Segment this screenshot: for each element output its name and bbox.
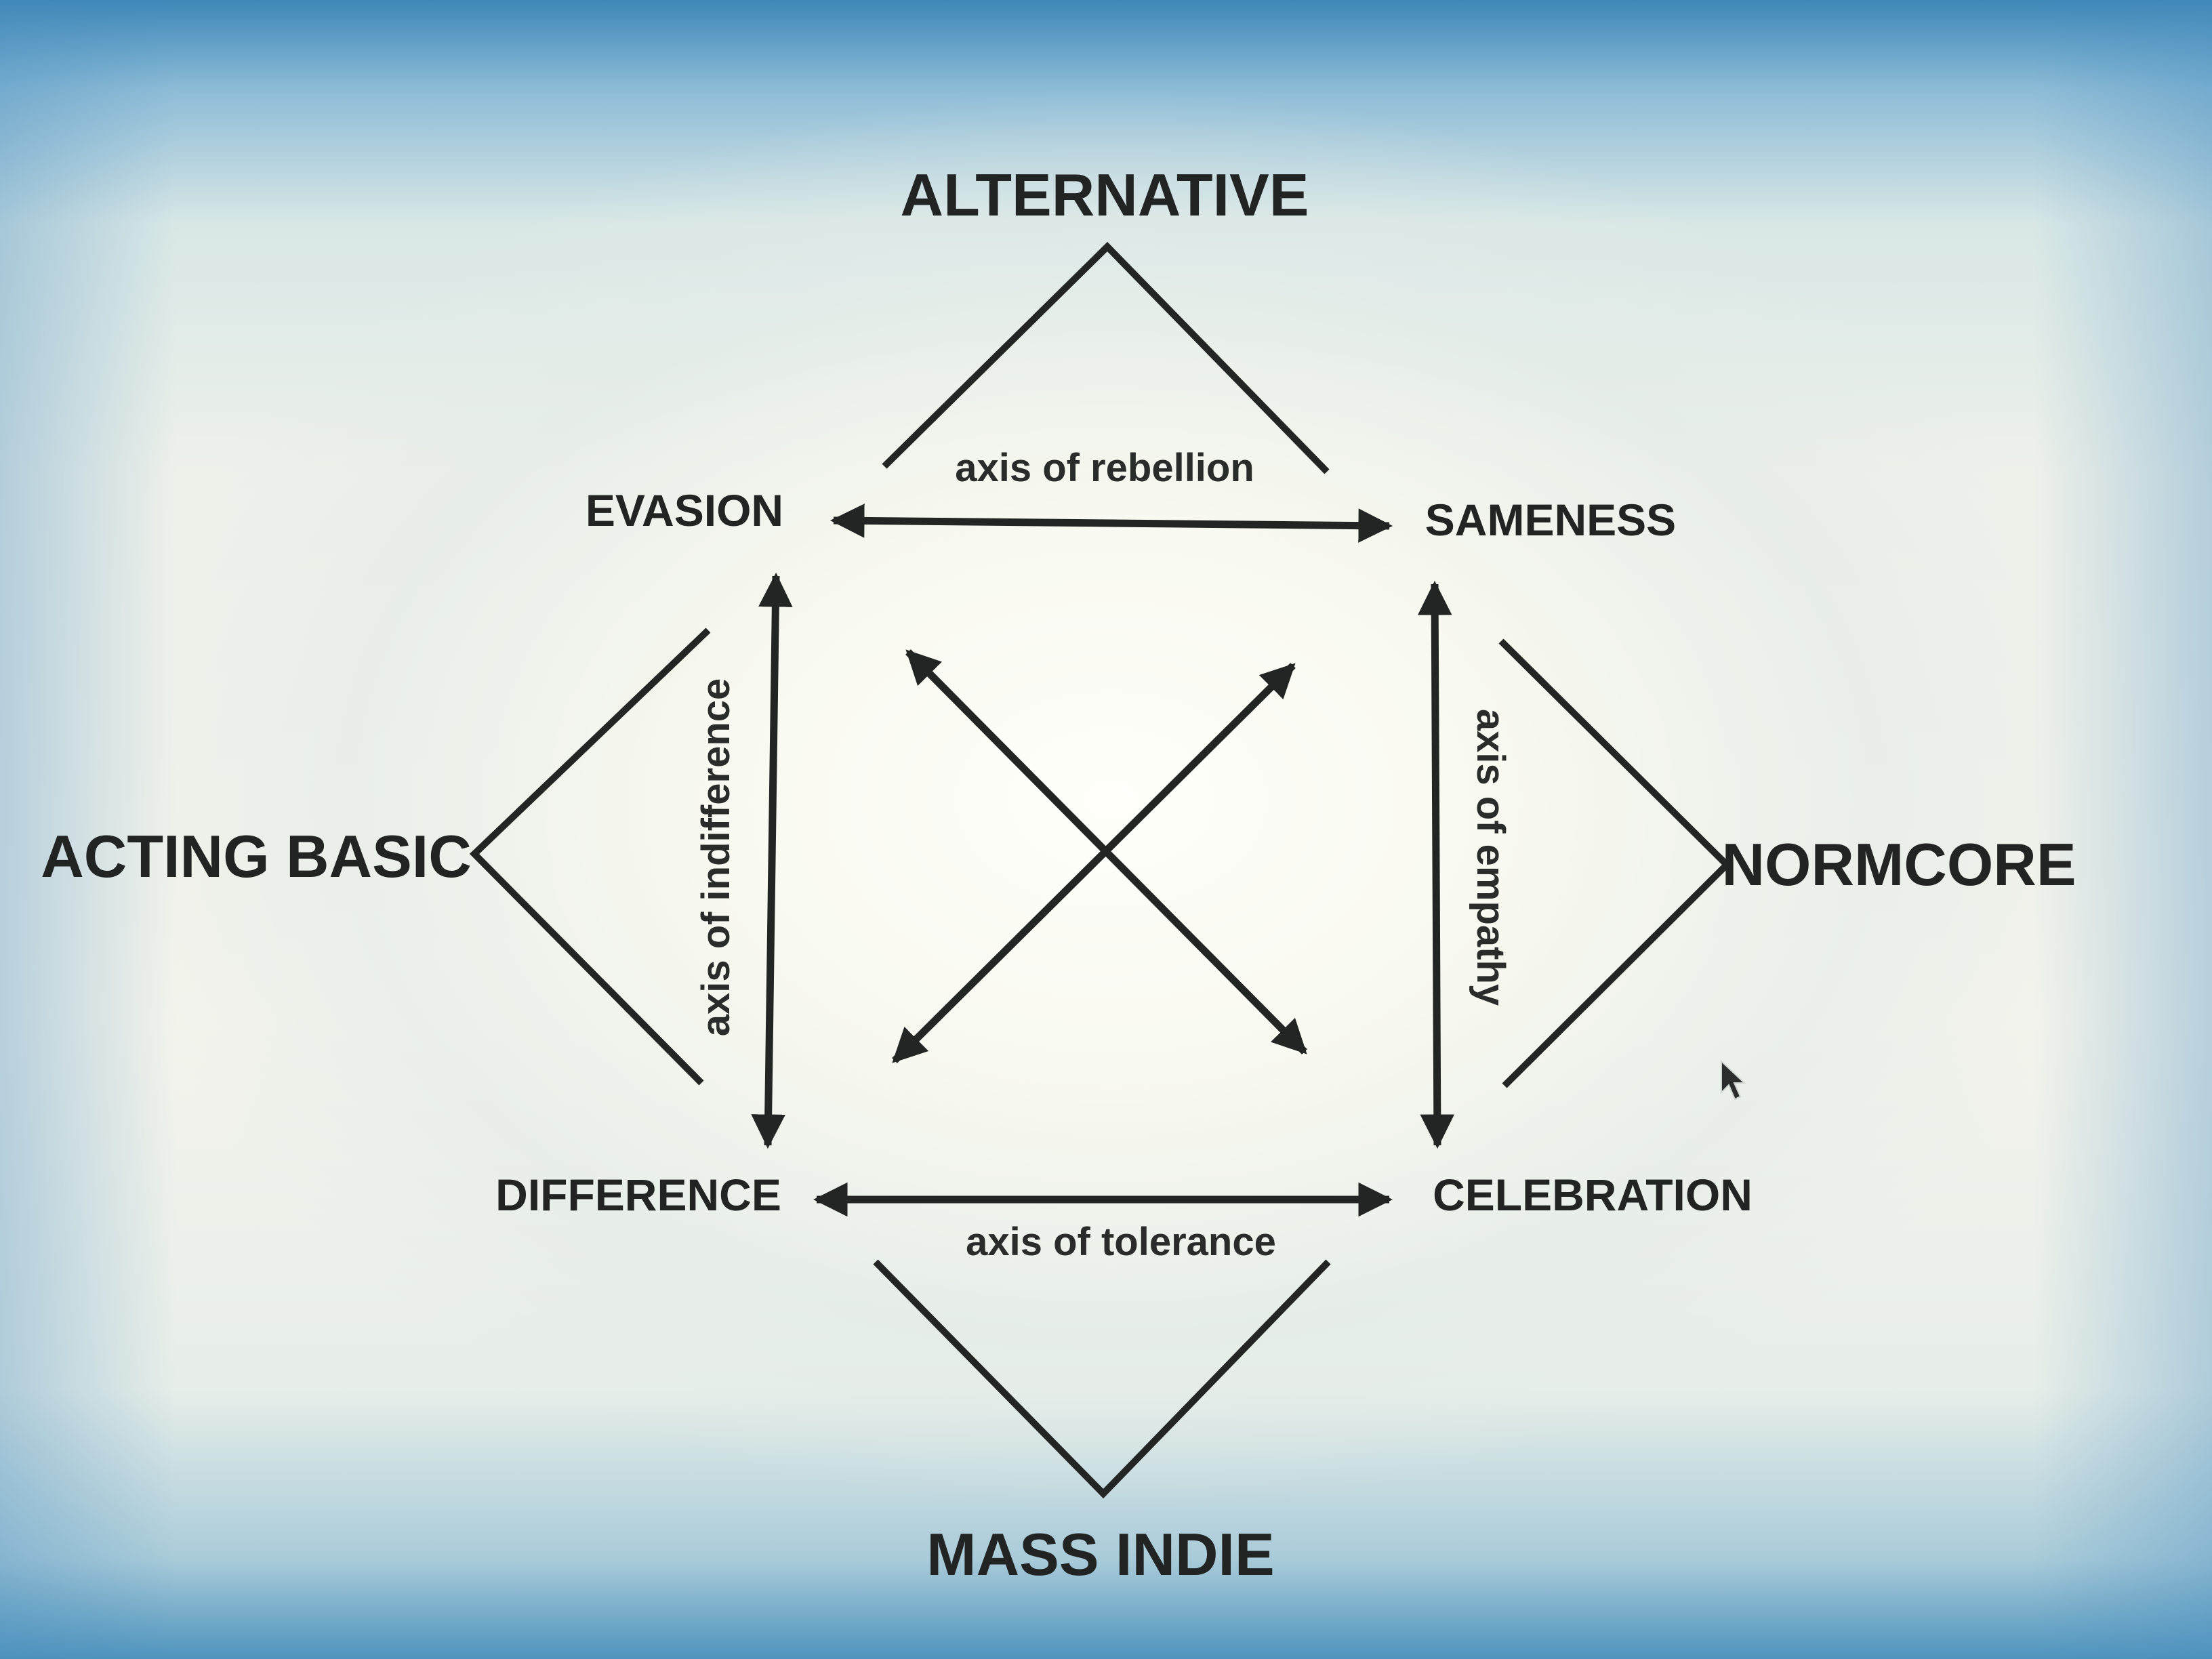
label-difference: DIFFERENCE [495, 1170, 781, 1220]
mouse-cursor-icon [1721, 1059, 1746, 1101]
label-axis-of-empathy: axis of empathy [1469, 709, 1513, 1006]
label-sameness: SAMENESS [1425, 495, 1676, 545]
label-acting-basic: ACTING BASIC [41, 823, 472, 890]
acting-basic-chevron [469, 628, 711, 1086]
mass-indie-chevron [873, 1259, 1331, 1499]
label-axis-of-tolerance: axis of tolerance [966, 1220, 1276, 1264]
label-axis-of-indifference: axis of indifference [694, 678, 738, 1037]
label-celebration: CELEBRATION [1433, 1170, 1753, 1220]
alternative-chevron [882, 241, 1330, 474]
diagonal-arrow-sameness-difference [892, 663, 1296, 1063]
rebellion-axis-arrow [830, 504, 1393, 543]
normcore-chevron [1498, 638, 1732, 1088]
label-normcore: NORMCORE [1721, 831, 2076, 898]
label-axis-of-rebellion: axis of rebellion [955, 446, 1254, 490]
indifference-axis-arrow [751, 572, 793, 1149]
label-alternative: ALTERNATIVE [901, 161, 1309, 228]
label-evasion: EVASION [586, 485, 783, 535]
empathy-axis-arrow [1417, 580, 1455, 1149]
label-mass-indie: MASS INDIE [926, 1521, 1274, 1588]
